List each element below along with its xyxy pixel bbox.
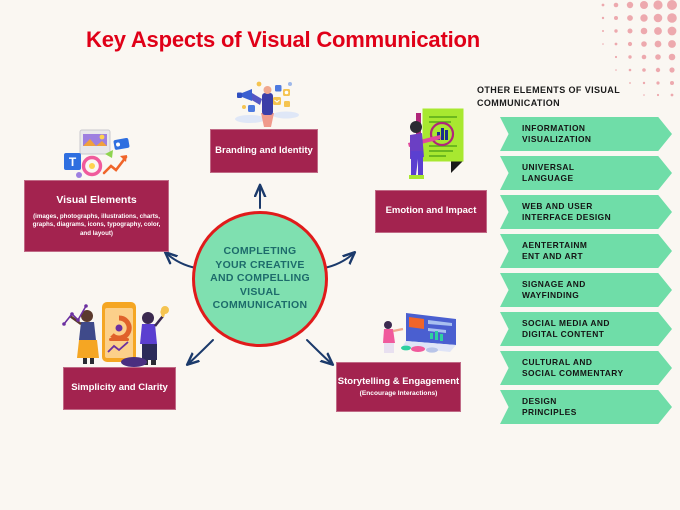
person-poster-chart-icon [408, 108, 464, 179]
page-title: Key Aspects of Visual Communication [86, 27, 480, 52]
center-line-3: AND COMPELLING [210, 272, 310, 285]
aspect-box-visual-elements[interactable]: Visual Elements (images, photographs, il… [24, 180, 169, 252]
aspect-title: Simplicity and Clarity [71, 382, 168, 394]
aspect-subtitle: (Encourage Interactions) [359, 389, 438, 397]
person-right [140, 306, 169, 365]
design-tools-icon: T [64, 129, 130, 178]
aspect-box-storytelling-and-engagement[interactable]: Storytelling & Engagement (Encourage Int… [336, 362, 461, 412]
center-line-5: COMMUNICATION [212, 299, 308, 312]
center-line-2: YOUR CREATIVE [215, 258, 305, 271]
aspect-title: Visual Elements [56, 194, 137, 207]
aspect-title: Emotion and Impact [385, 205, 477, 217]
svg-text:T: T [69, 155, 77, 169]
person-left [69, 310, 99, 364]
aspect-box-simplicity-and-clarity[interactable]: Simplicity and Clarity [63, 367, 176, 410]
center-line-4: VISUAL [239, 285, 281, 298]
aspect-box-branding-and-identity[interactable]: Branding and Identity [210, 129, 318, 173]
center-line-1: COMPLETING [223, 245, 297, 258]
center-circle: COMPLETING YOUR CREATIVE AND COMPELLING … [192, 211, 328, 347]
aspect-title: Branding and Identity [215, 144, 313, 156]
sidebar-heading-line-2: COMMUNICATION [477, 98, 561, 109]
sidebar-heading: OTHER ELEMENTS OF VISUAL COMMUNICATION [477, 84, 667, 110]
center-circle-text: COMPLETING YOUR CREATIVE AND COMPELLING … [204, 245, 316, 312]
sidebar-heading-line-1: OTHER ELEMENTS OF VISUAL [477, 85, 621, 95]
aspect-subtitle: (images, photographs, illustrations, cha… [32, 212, 161, 237]
mobile-analytics-people-icon [62, 302, 169, 367]
megaphone-social-icon [235, 81, 299, 127]
aspect-title: Storytelling & Engagement [337, 376, 460, 388]
dashboard-screen-icon [383, 313, 456, 353]
aspect-box-emotion-and-impact[interactable]: Emotion and Impact [375, 190, 487, 233]
